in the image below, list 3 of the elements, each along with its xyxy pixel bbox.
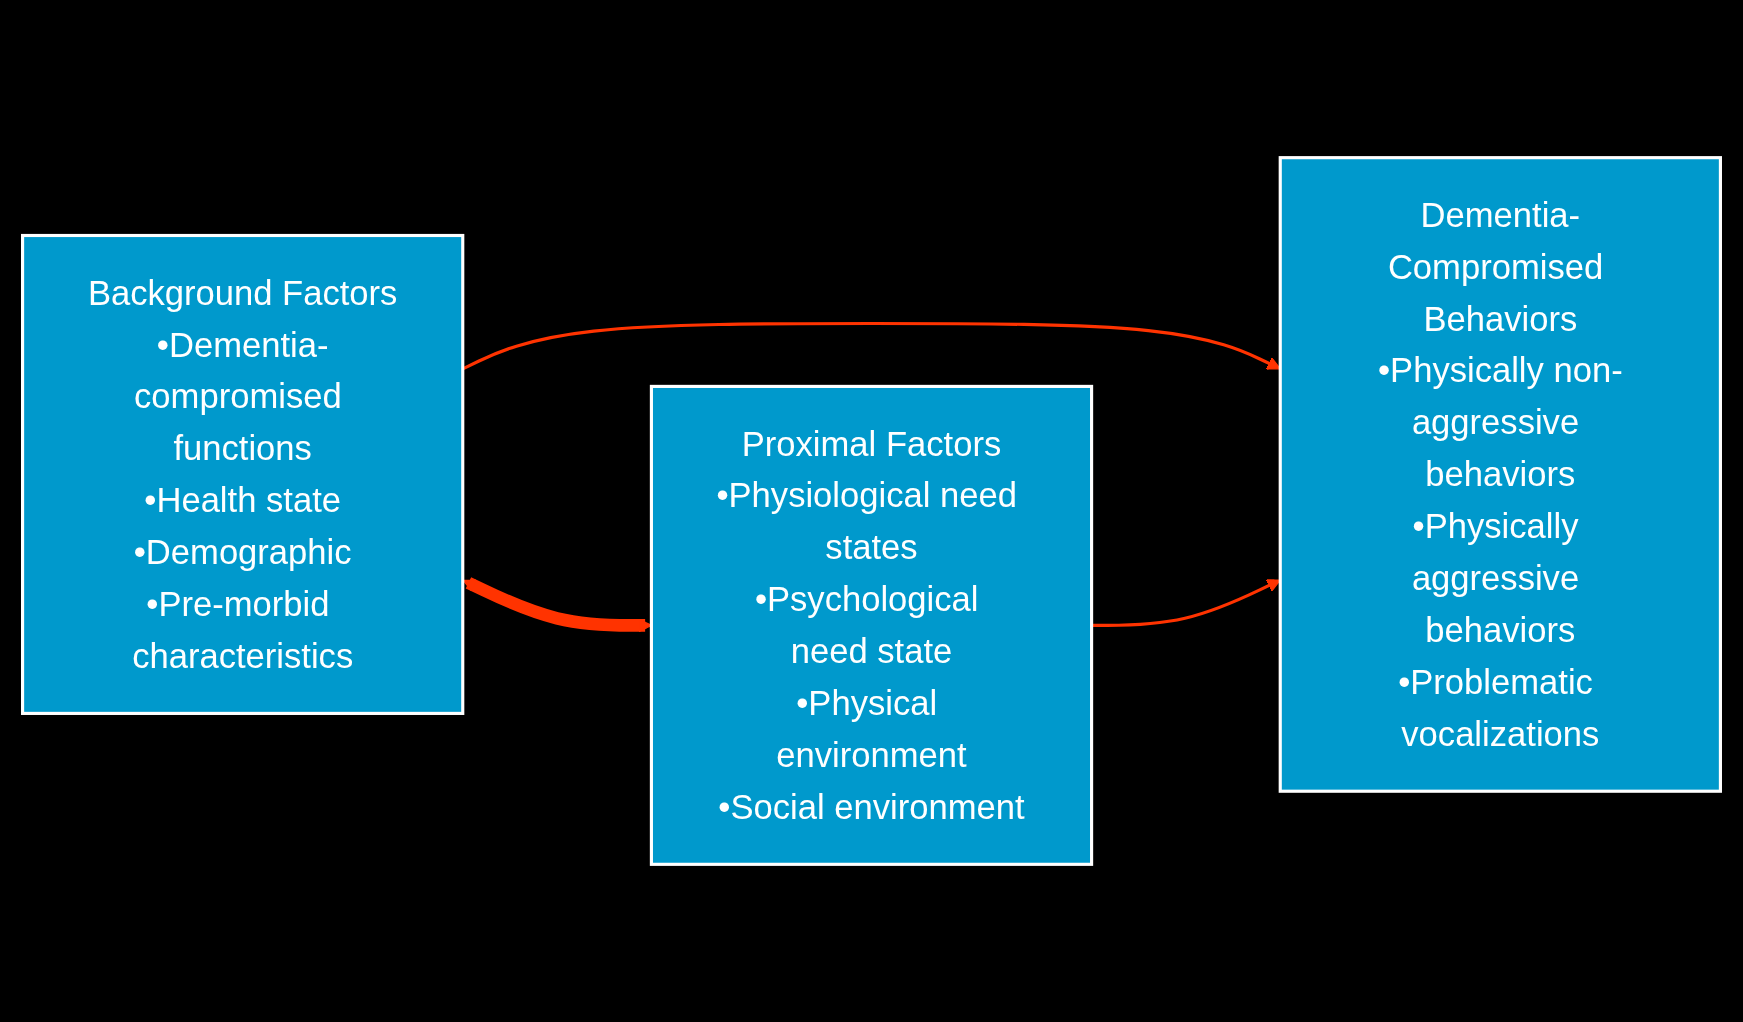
node-box: Proximal Factors •Physiological need states •Psychological need state •Physical environment •Social environment — [649, 384, 1094, 866]
node-box: Dementia-Compromised Behaviors •Physically non-aggressive behaviors •Physically aggressive behaviors •Problematic vocalizations — [1278, 156, 1722, 793]
node-box: Background Factors •Dementia-compromised functions •Health state •Demographic •Pre-morbid characteristics — [21, 233, 465, 715]
